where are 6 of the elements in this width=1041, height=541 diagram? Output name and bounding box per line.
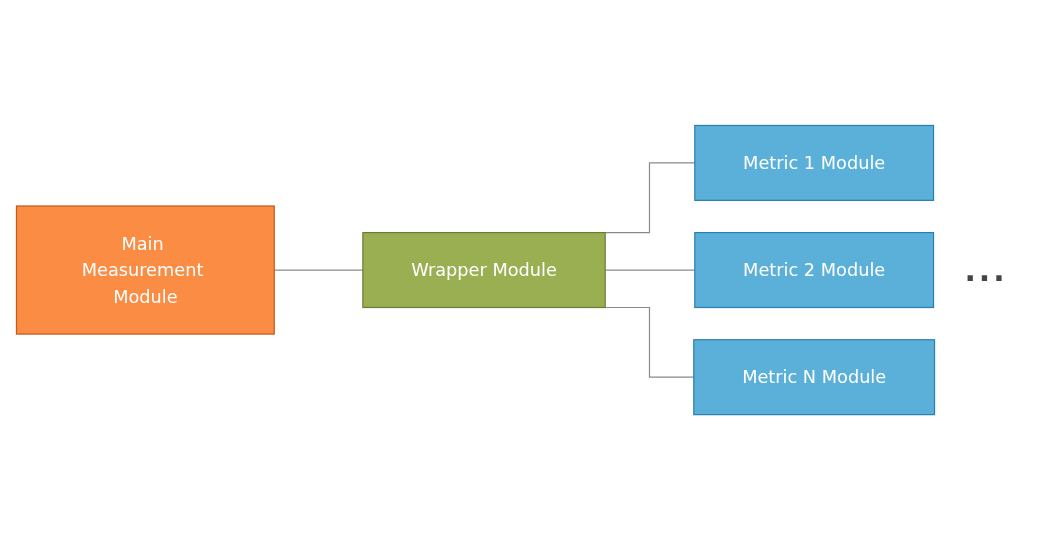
- node-box: Wrapper Module: [362, 232, 606, 309]
- node-box: Metric 1 Module: [694, 125, 935, 202]
- node-box: Metric N Module: [693, 339, 936, 416]
- node-box: Metric 2 Module: [694, 232, 935, 309]
- node-box: Main Measurement Module: [15, 205, 275, 336]
- ellipsis-note: ...: [964, 253, 1008, 288]
